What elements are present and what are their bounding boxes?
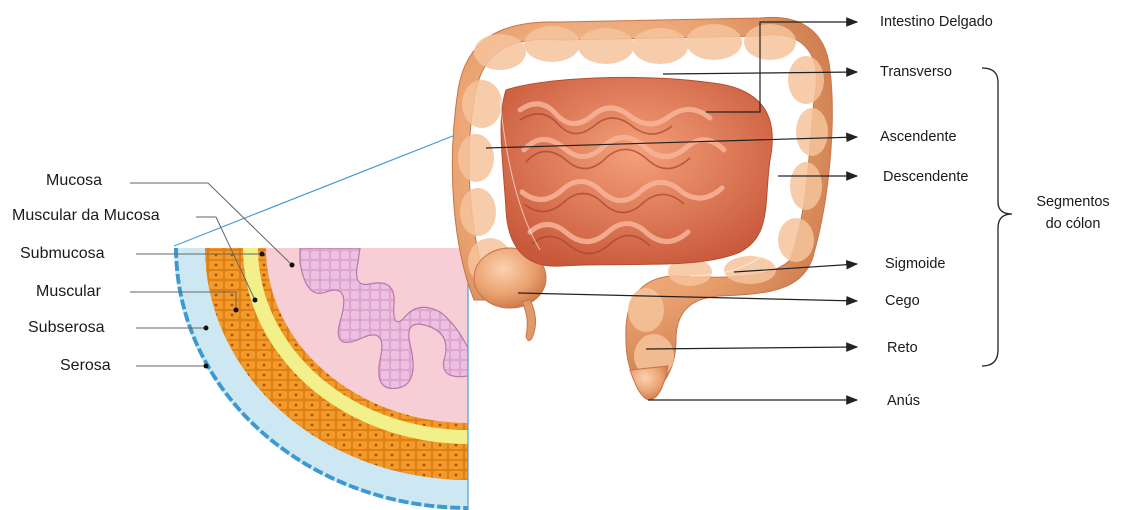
label-anus: Anús xyxy=(887,394,920,409)
label-cego: Cego xyxy=(885,294,920,309)
label-transverso: Transverso xyxy=(880,65,952,80)
label-segmentos-do-colon: Segmentos do cólon xyxy=(1023,192,1123,236)
wall-cross-section xyxy=(174,248,468,510)
label-mucosa: Mucosa xyxy=(46,173,102,189)
segment-bracket xyxy=(982,68,1012,366)
label-reto: Reto xyxy=(887,341,918,356)
label-subserosa: Subserosa xyxy=(28,320,105,336)
label-serosa: Serosa xyxy=(60,358,111,374)
label-ascendente: Ascendente xyxy=(880,130,957,145)
label-muscular-da-mucosa: Muscular da Mucosa xyxy=(12,208,160,224)
segmentos-line2: do cólon xyxy=(1023,214,1123,236)
label-muscular: Muscular xyxy=(36,284,101,300)
label-sigmoide: Sigmoide xyxy=(885,257,945,272)
segmentos-line1: Segmentos xyxy=(1023,192,1123,214)
colon-illustration xyxy=(452,17,832,400)
label-descendente: Descendente xyxy=(883,170,968,185)
label-intestino-delgado: Intestino Delgado xyxy=(880,15,993,30)
label-submucosa: Submucosa xyxy=(20,246,105,262)
